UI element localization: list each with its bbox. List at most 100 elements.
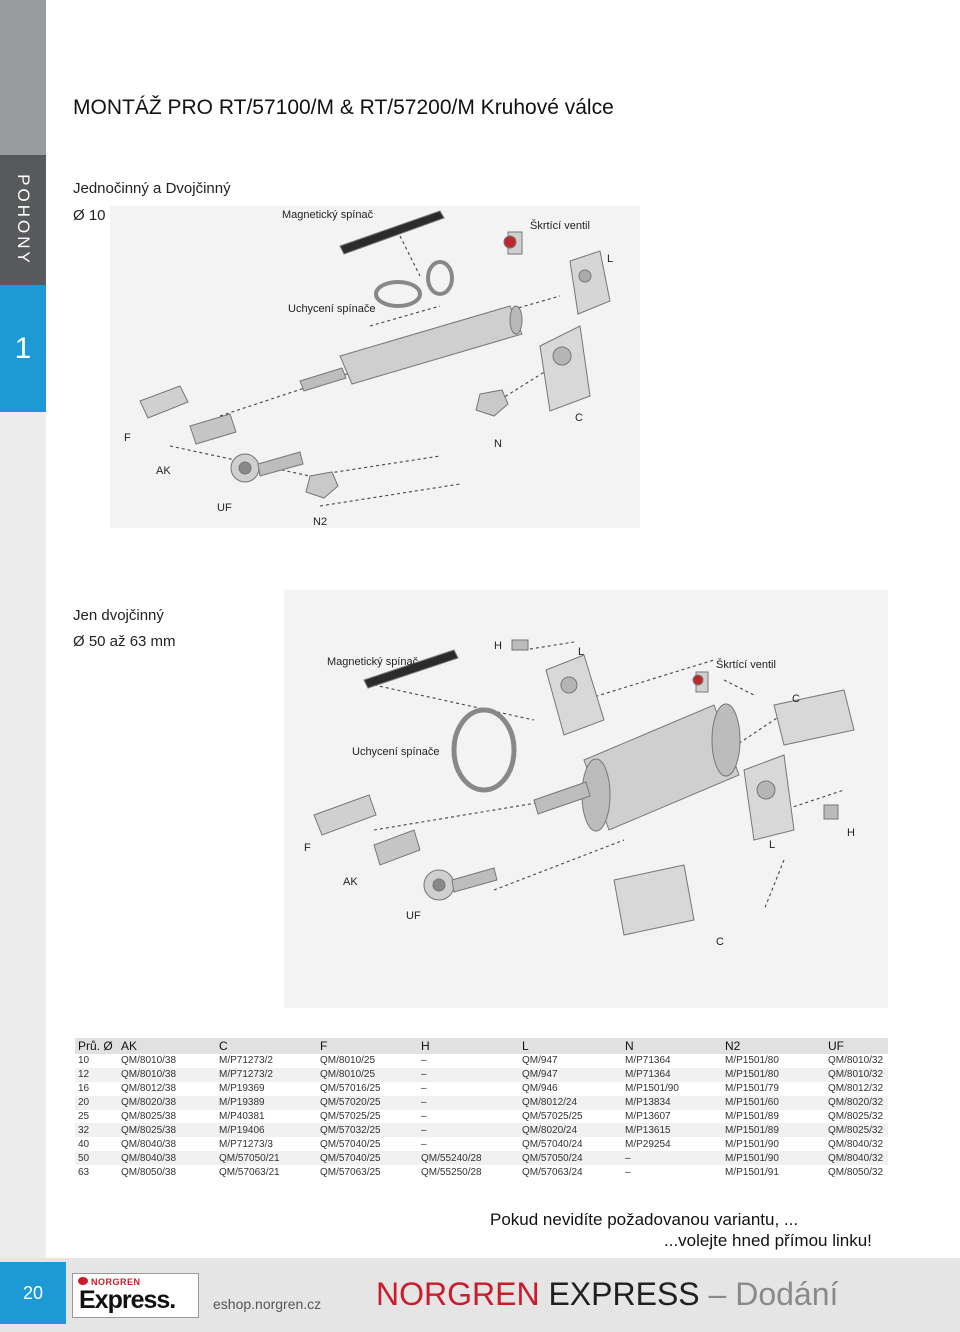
table-cell: 16 — [78, 1083, 90, 1095]
table-cell: QM/8025/38 — [118, 1123, 216, 1138]
sidebar-section-label: POHONY — [14, 174, 33, 266]
label-switch-mount: Uchycení spínače — [352, 746, 440, 758]
col-header: AK — [118, 1038, 216, 1054]
table-cell: 50 — [75, 1151, 118, 1166]
table-cell: QM/55250/28 — [421, 1166, 482, 1178]
table-cell: M/P71273/2 — [216, 1067, 317, 1082]
table-cell: M/P1501/79 — [725, 1083, 779, 1095]
label-f: F — [304, 842, 311, 854]
table-cell: QM/8050/38 — [121, 1166, 177, 1178]
table-cell: QM/8012/38 — [121, 1083, 177, 1095]
section2-illustration: Magnetický spínač H L Škrtící ventil C U… — [284, 590, 888, 1008]
table-cell: QM/8040/38 — [121, 1138, 177, 1150]
sidebar-top-block — [0, 0, 46, 155]
table-cell: QM/57025/25 — [522, 1111, 583, 1122]
table-cell: – — [418, 1095, 519, 1110]
page-number: 20 — [0, 1262, 66, 1324]
section1-illustration: Magnetický spínač Škrtící ventil L Uchyc… — [110, 206, 640, 528]
label-l: L — [607, 253, 614, 265]
table-cell: 10 — [78, 1055, 90, 1067]
table-cell: – — [421, 1138, 427, 1150]
table-cell: QM/57040/25 — [317, 1151, 418, 1166]
table-cell: QM/8020/24 — [519, 1123, 622, 1138]
table-cell: M/P71273/3 — [219, 1138, 273, 1150]
label-c: C — [575, 412, 583, 424]
logo-main-text: Express. — [79, 1286, 176, 1314]
sidebar-section-tab[interactable]: POHONY — [0, 155, 46, 285]
label-uf: UF — [217, 502, 232, 514]
sidebar-chapter-number: 1 — [0, 285, 46, 412]
col-header: N2 — [722, 1038, 825, 1054]
table-cell: M/P19406 — [216, 1123, 317, 1138]
label-valve: Škrtící ventil — [530, 220, 590, 232]
table-cell: QM/8020/38 — [118, 1095, 216, 1110]
shop-url-link[interactable]: eshop.norgren.cz — [213, 1296, 322, 1312]
norgren-express-logo[interactable]: NORGREN Express. — [72, 1273, 199, 1318]
table-cell: M/P71273/2 — [219, 1055, 273, 1067]
table-header-row: Prů. Ø AK C F H L N N2 UF — [75, 1038, 888, 1054]
table-cell: 63 — [78, 1166, 90, 1178]
table-cell: – — [625, 1166, 631, 1178]
label-n2: N2 — [313, 516, 328, 528]
col-header: F — [317, 1038, 418, 1054]
table-cell: – — [418, 1123, 519, 1138]
table-cell: QM/8025/38 — [121, 1111, 177, 1122]
table-cell: QM/57063/21 — [219, 1166, 280, 1178]
table-cell: M/P1501/90 — [625, 1083, 679, 1095]
table-cell: 32 — [75, 1123, 118, 1138]
table-cell: QM/8010/25 — [317, 1067, 418, 1082]
norgren-logo-icon — [78, 1277, 88, 1285]
cylinder-illustration — [139, 210, 611, 507]
table-cell: QM/946 — [522, 1083, 558, 1095]
table-cell: 20 — [75, 1095, 118, 1110]
table-cell: 25 — [78, 1111, 90, 1122]
label-f: F — [124, 432, 131, 444]
label-l: L — [578, 646, 585, 658]
label-c-bottom: C — [716, 936, 724, 948]
table-cell: M/P19389 — [216, 1095, 317, 1110]
table-cell: M/P13607 — [625, 1111, 671, 1122]
col-header: UF — [825, 1038, 888, 1054]
table-cell: M/P13834 — [622, 1095, 722, 1110]
table-cell: QM/8010/38 — [118, 1067, 216, 1082]
table-cell: QM/57050/21 — [216, 1151, 317, 1166]
label-switch-mount: Uchycení spínače — [288, 303, 376, 315]
label-n: N — [494, 438, 502, 450]
label-ak: AK — [156, 465, 171, 477]
table-cell: QM/8040/32 — [828, 1138, 884, 1150]
logo-top-text: NORGREN — [91, 1277, 141, 1287]
table-cell: M/P1501/80 — [725, 1055, 779, 1067]
table-cell: QM/8020/32 — [825, 1095, 888, 1110]
brand-slogan: NORGREN EXPRESS – Dodání — [376, 1276, 838, 1313]
table-cell: M/P1501/90 — [725, 1138, 779, 1150]
table-cell: M/P1501/60 — [722, 1095, 825, 1110]
label-ak: AK — [343, 876, 358, 888]
col-header: C — [216, 1038, 317, 1054]
col-header: Prů. Ø — [75, 1038, 118, 1054]
label-h: H — [494, 640, 502, 652]
table-cell: M/P13615 — [622, 1123, 722, 1138]
table-cell: QM/55240/28 — [418, 1151, 519, 1166]
table-cell: M/P1501/89 — [725, 1111, 779, 1122]
table-cell: M/P1501/89 — [722, 1123, 825, 1138]
table-cell: – — [421, 1111, 427, 1122]
table-cell: M/P71364 — [622, 1067, 722, 1082]
table-cell: M/P1501/80 — [722, 1067, 825, 1082]
table-cell: QM/57016/25 — [320, 1083, 381, 1095]
table-cell: QM/8025/32 — [825, 1123, 888, 1138]
table-cell: QM/8010/32 — [825, 1067, 888, 1082]
table-cell: QM/57040/24 — [522, 1138, 583, 1150]
table-cell: M/P40381 — [219, 1111, 265, 1122]
table-cell: M/P1501/90 — [722, 1151, 825, 1166]
table-cell: M/P1501/91 — [725, 1166, 779, 1178]
table-cell: 12 — [75, 1067, 118, 1082]
page-title: MONTÁŽ PRO RT/57100/M & RT/57200/M Kruho… — [73, 96, 614, 119]
table-cell: QM/8010/25 — [320, 1055, 376, 1067]
